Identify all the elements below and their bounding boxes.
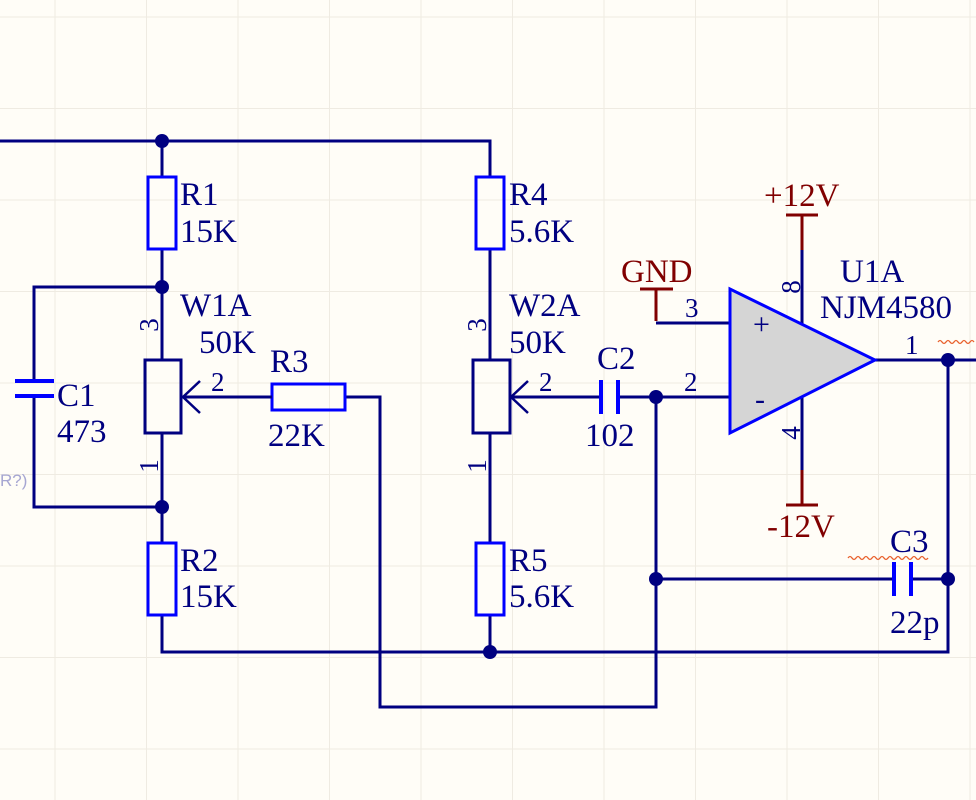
potentiometer-w2a-wiper-arrow[interactable] bbox=[509, 380, 529, 414]
resistor-r2-body[interactable] bbox=[146, 541, 178, 617]
resistor-r1-value[interactable]: 15K bbox=[180, 214, 237, 250]
potentiometer-w2a-designator[interactable]: W2A bbox=[509, 288, 581, 324]
junction[interactable] bbox=[155, 134, 169, 148]
capacitor-c3-value[interactable]: 22p bbox=[890, 605, 940, 641]
resistor-r2[interactable]: R2 15K bbox=[146, 541, 237, 617]
potentiometer-w2a-value[interactable]: 50K bbox=[509, 325, 566, 361]
wire-c1-bottom[interactable] bbox=[32, 396, 162, 509]
resistor-r5-body[interactable] bbox=[474, 541, 506, 617]
resistor-r4[interactable]: R4 5.6K bbox=[474, 175, 574, 251]
junction[interactable] bbox=[155, 500, 169, 514]
wire-c1-top[interactable] bbox=[32, 285, 162, 381]
resistor-r1-designator[interactable]: R1 bbox=[180, 177, 219, 213]
junction[interactable] bbox=[155, 280, 169, 294]
resistor-r4-designator[interactable]: R4 bbox=[509, 177, 548, 213]
power-port-positive-label[interactable]: +12V bbox=[764, 178, 840, 214]
resistor-r5-value[interactable]: 5.6K bbox=[509, 579, 574, 615]
junctions bbox=[155, 134, 955, 659]
power-port-positive[interactable]: +12V bbox=[764, 178, 840, 250]
potentiometer-w2a-pin-bottom-number: 1 bbox=[462, 459, 492, 473]
potentiometer-w2a-pin-wiper-number: 2 bbox=[539, 367, 553, 397]
power-port-gnd-label[interactable]: GND bbox=[621, 254, 693, 290]
opamp-u1a-pin-supply-neg-number: 4 bbox=[776, 426, 806, 440]
opamp-u1a-pin-inverting-number: 2 bbox=[684, 367, 698, 397]
resistor-r3-value[interactable]: 22K bbox=[268, 418, 325, 454]
capacitor-c1[interactable]: C1 473 bbox=[15, 378, 107, 450]
opamp-u1a-body[interactable] bbox=[728, 286, 879, 436]
capacitor-c2[interactable]: C2 102 bbox=[585, 341, 636, 454]
potentiometer-w1a[interactable]: 3 2 1 W1A 50K bbox=[134, 288, 272, 473]
capacitor-c3[interactable]: C3 22p bbox=[890, 524, 940, 641]
resistor-r4-value[interactable]: 5.6K bbox=[509, 214, 574, 250]
resistor-r4-body[interactable] bbox=[474, 175, 506, 251]
capacitor-c2-designator[interactable]: C2 bbox=[597, 341, 636, 377]
potentiometer-w1a-pin-wiper-number: 2 bbox=[211, 367, 225, 397]
opamp-u1a-pin-supply-pos-number: 8 bbox=[776, 280, 806, 294]
junction[interactable] bbox=[649, 390, 663, 404]
resistor-r3-designator[interactable]: R3 bbox=[270, 344, 309, 380]
resistor-r1[interactable]: R1 15K bbox=[146, 175, 237, 251]
error-marker-squiggle bbox=[847, 555, 929, 561]
opamp-u1a-comment[interactable]: NJM4580 bbox=[820, 290, 952, 326]
potentiometer-w2a-pin-top-number: 3 bbox=[462, 318, 492, 332]
error-marker-squiggle bbox=[937, 339, 975, 345]
opamp-u1a[interactable]: + - 3 2 1 8 4 U1A NJM4580 bbox=[656, 250, 952, 470]
potentiometer-w1a-pin-bottom-number: 1 bbox=[134, 459, 164, 473]
junction[interactable] bbox=[649, 572, 663, 586]
opamp-u1a-designator[interactable]: U1A bbox=[840, 254, 904, 290]
potentiometer-w1a-value[interactable]: 50K bbox=[199, 325, 256, 361]
capacitor-c1-value[interactable]: 473 bbox=[57, 414, 107, 450]
power-port-negative[interactable]: -12V bbox=[767, 470, 835, 545]
potentiometer-w2a[interactable]: 3 2 1 W2A 50K bbox=[462, 288, 601, 473]
resistor-r5-designator[interactable]: R5 bbox=[509, 543, 548, 579]
capacitor-c1-designator[interactable]: C1 bbox=[57, 378, 96, 414]
potentiometer-w1a-wiper-arrow[interactable] bbox=[181, 380, 201, 414]
potentiometer-w1a-designator[interactable]: W1A bbox=[180, 288, 252, 324]
wire-feedback-loop[interactable] bbox=[345, 395, 658, 709]
power-port-gnd[interactable]: GND bbox=[621, 254, 693, 321]
capacitor-c2-value[interactable]: 102 bbox=[585, 418, 635, 454]
opamp-u1a-noninverting-mark: + bbox=[753, 308, 770, 341]
junction[interactable] bbox=[941, 353, 955, 367]
opamp-u1a-pin-output-number: 1 bbox=[905, 330, 919, 360]
capacitor-c3-designator[interactable]: C3 bbox=[890, 524, 929, 560]
resistor-r2-designator[interactable]: R2 bbox=[180, 543, 219, 579]
resistor-r2-value[interactable]: 15K bbox=[180, 579, 237, 615]
clipped-designator-fragment[interactable]: R?) bbox=[0, 471, 27, 490]
potentiometer-w1a-pin-top-number: 3 bbox=[134, 318, 164, 332]
wire-bottom-rail[interactable] bbox=[160, 360, 950, 654]
junction[interactable] bbox=[941, 572, 955, 586]
opamp-u1a-pin-noninverting-number: 3 bbox=[685, 293, 699, 323]
power-port-negative-label[interactable]: -12V bbox=[767, 509, 835, 545]
potentiometer-w1a-body[interactable] bbox=[143, 358, 183, 435]
opamp-u1a-inverting-mark: - bbox=[755, 383, 765, 416]
resistor-r5[interactable]: R5 5.6K bbox=[474, 541, 574, 617]
junction[interactable] bbox=[483, 645, 497, 659]
resistor-r1-body[interactable] bbox=[146, 175, 178, 251]
